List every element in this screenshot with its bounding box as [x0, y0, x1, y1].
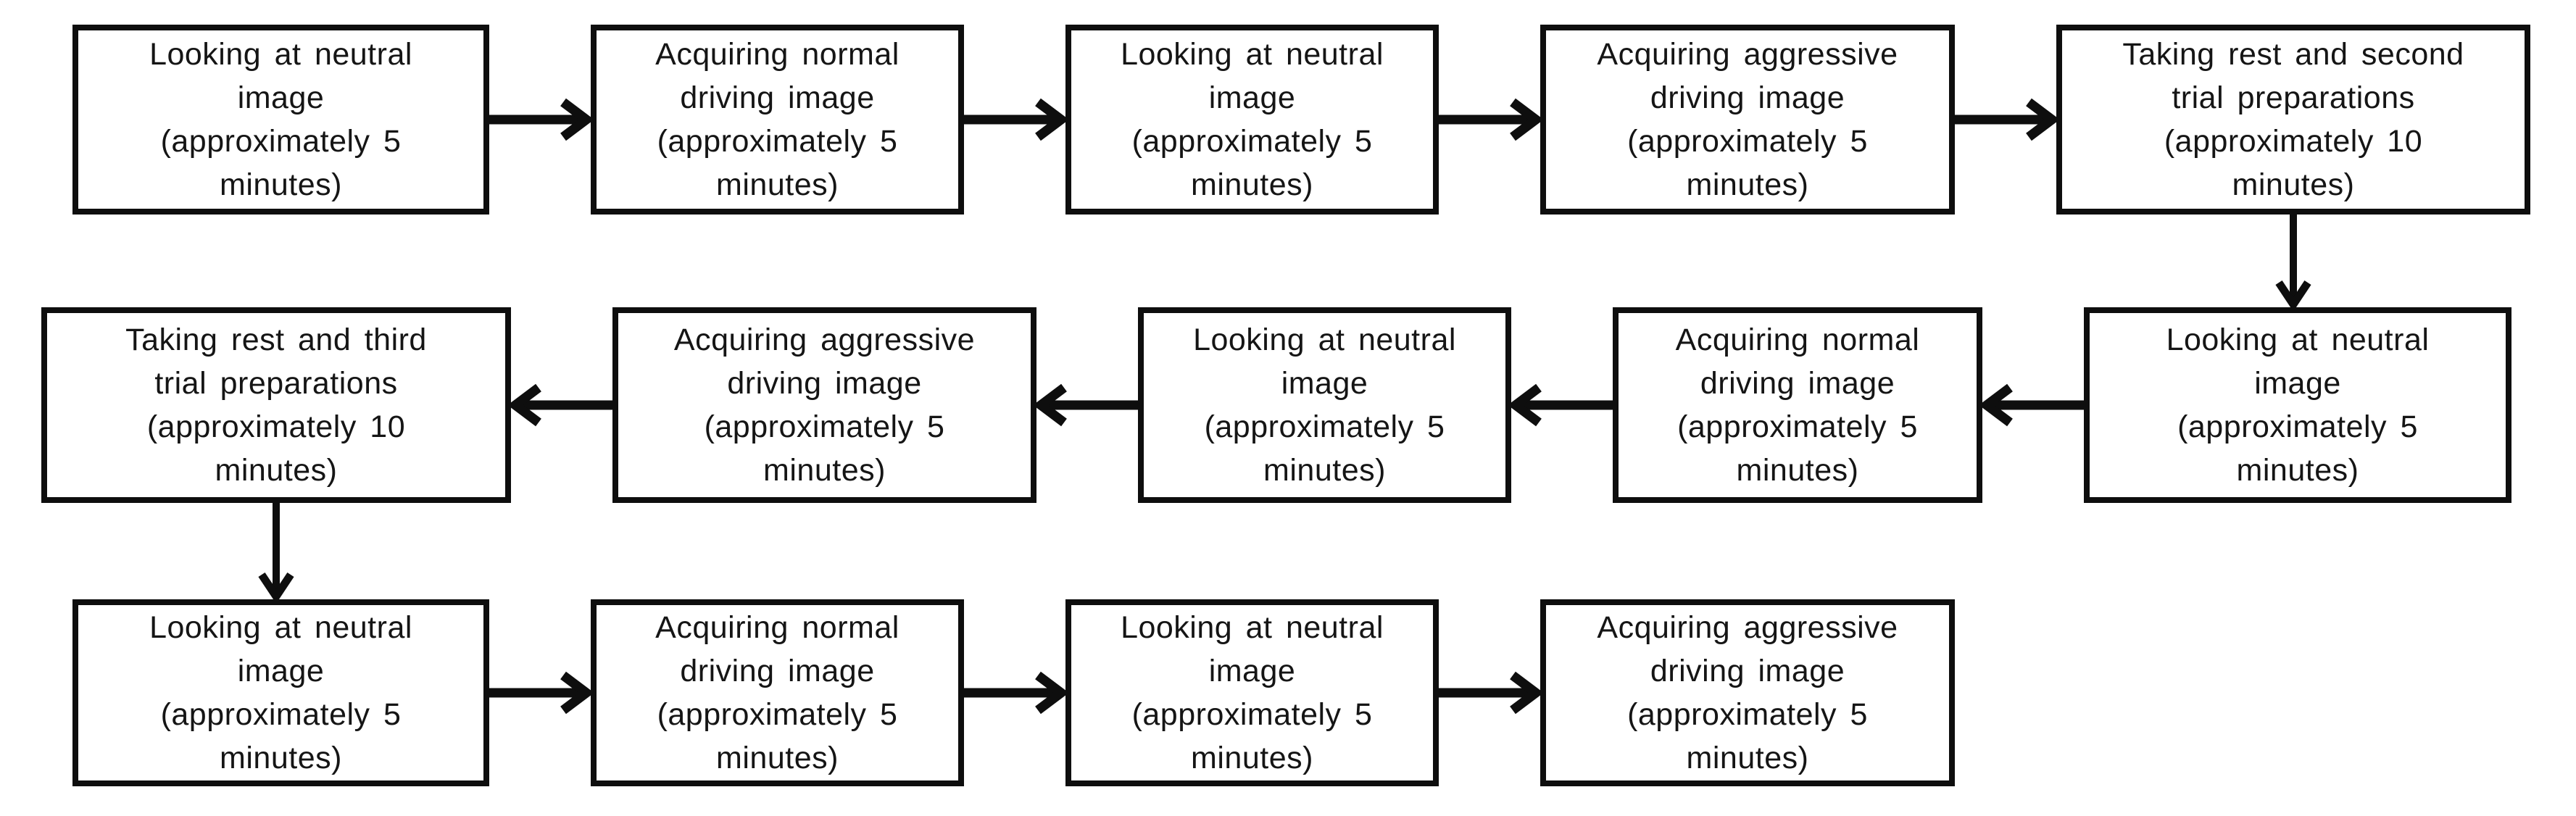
box-text-line: trial preparations: [2172, 80, 2415, 115]
step-6-looking-at-neutral-image: Looking at neutral image (approximately …: [2084, 307, 2511, 503]
box-text-line: minutes): [1263, 453, 1386, 488]
box-text-line: minutes): [1686, 167, 1809, 202]
arrow-right-icon: [964, 671, 1065, 715]
step-12-acquiring-normal-driving-image: Acquiring normal driving image (approxim…: [591, 599, 964, 786]
box-text-line: Acquiring normal: [655, 37, 899, 72]
box-text-line: minutes): [763, 453, 886, 488]
arrow-right-icon: [1955, 98, 2056, 141]
arrow-right-icon: [1439, 671, 1540, 715]
box-text-line: (approximately 10: [2164, 124, 2423, 159]
box-text-line: Looking at neutral: [1121, 610, 1384, 645]
arrow-down-icon: [258, 503, 294, 599]
box-text-line: (approximately 10: [146, 409, 406, 444]
box-text-line: minutes): [2232, 167, 2355, 202]
step-11-looking-at-neutral-image: Looking at neutral image (approximately …: [72, 599, 489, 786]
box-text-line: Acquiring normal: [655, 610, 899, 645]
box-text-line: driving image: [727, 366, 922, 401]
box-text-line: (approximately 5: [1204, 409, 1445, 444]
box-text-line: trial preparations: [154, 366, 398, 401]
box-text-line: image: [237, 80, 325, 115]
box-text-line: Looking at neutral: [2166, 322, 2430, 357]
box-text-line: minutes): [2236, 453, 2359, 488]
box-text-line: (approximately 5: [1131, 124, 1373, 159]
step-1-looking-at-neutral-image: Looking at neutral image (approximately …: [72, 25, 489, 215]
box-text-line: Looking at neutral: [149, 610, 412, 645]
box-text-line: Looking at neutral: [1193, 322, 1456, 357]
arrow-right-icon: [489, 671, 591, 715]
box-text-line: (approximately 5: [1131, 697, 1373, 732]
box-text-line: Acquiring normal: [1675, 322, 1920, 357]
box-text-line: image: [1208, 80, 1296, 115]
box-text-line: minutes): [1736, 453, 1859, 488]
box-text-line: minutes): [220, 167, 342, 202]
step-10-taking-rest-third-trial: Taking rest and third trial preparations…: [41, 307, 511, 503]
box-text-line: Acquiring aggressive: [1597, 37, 1898, 72]
box-text-line: image: [1208, 654, 1296, 688]
box-text-line: minutes): [1191, 167, 1313, 202]
box-text-line: Taking rest and third: [125, 322, 427, 357]
box-text-line: (approximately 5: [160, 697, 402, 732]
box-text-line: (approximately 5: [2177, 409, 2418, 444]
arrow-right-icon: [964, 98, 1065, 141]
arrow-right-icon: [1439, 98, 1540, 141]
step-13-looking-at-neutral-image: Looking at neutral image (approximately …: [1065, 599, 1439, 786]
step-9-acquiring-aggressive-driving-image: Acquiring aggressive driving image (appr…: [612, 307, 1036, 503]
box-text-line: driving image: [680, 80, 875, 115]
step-7-acquiring-normal-driving-image: Acquiring normal driving image (approxim…: [1613, 307, 1982, 503]
box-text-line: driving image: [1650, 654, 1845, 688]
box-text-line: (approximately 5: [160, 124, 402, 159]
box-text-line: driving image: [680, 654, 875, 688]
step-3-looking-at-neutral-image: Looking at neutral image (approximately …: [1065, 25, 1439, 215]
arrow-left-icon: [1511, 383, 1613, 427]
box-text-line: (approximately 5: [657, 124, 898, 159]
box-text-line: (approximately 5: [657, 697, 898, 732]
box-text-line: image: [2254, 366, 2341, 401]
box-text-line: minutes): [1686, 741, 1809, 775]
arrow-down-icon: [2275, 215, 2311, 307]
step-8-looking-at-neutral-image: Looking at neutral image (approximately …: [1138, 307, 1511, 503]
box-text-line: (approximately 5: [1627, 124, 1868, 159]
box-text-line: (approximately 5: [704, 409, 945, 444]
box-text-line: Acquiring aggressive: [1597, 610, 1898, 645]
box-text-line: image: [1281, 366, 1368, 401]
box-text-line: Looking at neutral: [1121, 37, 1384, 72]
box-text-line: minutes): [220, 741, 342, 775]
step-4-acquiring-aggressive-driving-image: Acquiring aggressive driving image (appr…: [1540, 25, 1955, 215]
arrow-left-icon: [1982, 383, 2084, 427]
box-text-line: Looking at neutral: [149, 37, 412, 72]
step-14-acquiring-aggressive-driving-image: Acquiring aggressive driving image (appr…: [1540, 599, 1955, 786]
box-text-line: minutes): [1191, 741, 1313, 775]
box-text-line: minutes): [716, 167, 839, 202]
box-text-line: image: [237, 654, 325, 688]
box-text-line: Acquiring aggressive: [673, 322, 976, 357]
arrow-left-icon: [1036, 383, 1138, 427]
box-text-line: driving image: [1650, 80, 1845, 115]
step-2-acquiring-normal-driving-image: Acquiring normal driving image (approxim…: [591, 25, 964, 215]
box-text-line: driving image: [1700, 366, 1895, 401]
box-text-line: minutes): [215, 453, 338, 488]
box-text-line: (approximately 5: [1627, 697, 1868, 732]
box-text-line: minutes): [716, 741, 839, 775]
step-5-taking-rest-second-trial: Taking rest and second trial preparation…: [2056, 25, 2530, 215]
arrow-left-icon: [511, 383, 612, 427]
box-text-line: Taking rest and second: [2122, 37, 2464, 72]
box-text-line: (approximately 5: [1677, 409, 1918, 444]
arrow-right-icon: [489, 98, 591, 141]
